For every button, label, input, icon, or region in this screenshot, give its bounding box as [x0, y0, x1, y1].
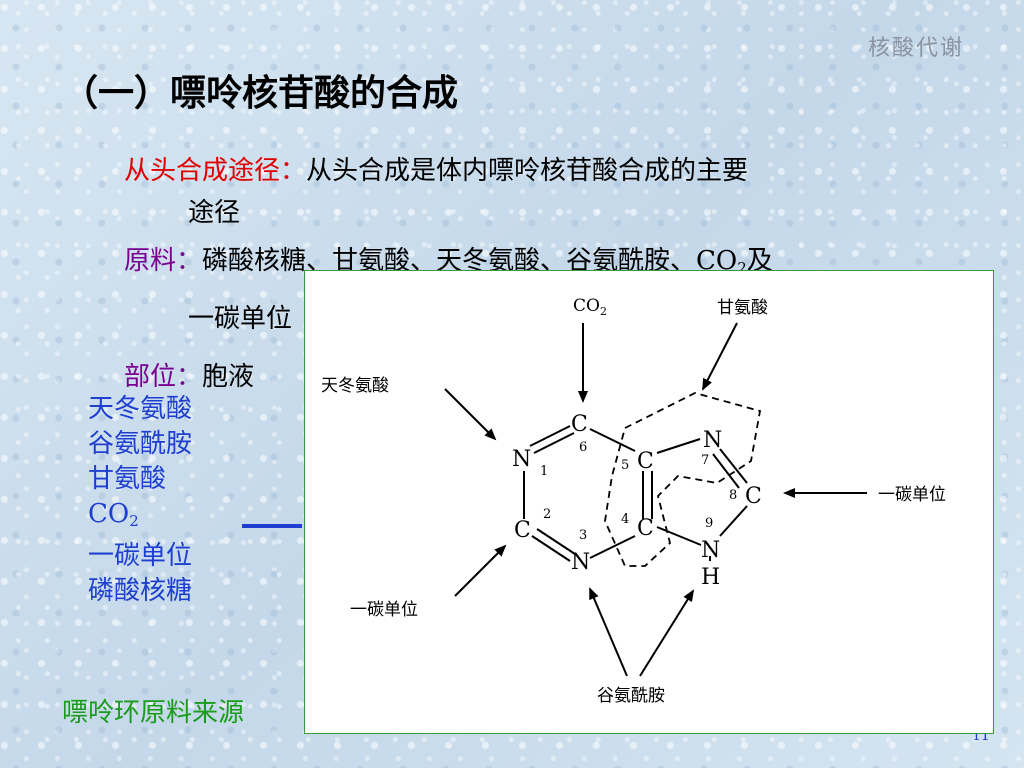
atom-n3: N — [571, 550, 590, 575]
source-one-carbon: 一碳单位 — [88, 541, 193, 571]
site-line: 部位：胞液 — [124, 356, 254, 393]
position-8: 8 — [729, 488, 737, 503]
source-co2-main: CO — [88, 499, 130, 529]
bond-n3-c2 — [531, 535, 571, 562]
site-text: 胞液 — [202, 362, 255, 392]
bond-c6-c5 — [589, 428, 636, 452]
glycine-dashed-outline — [604, 392, 762, 567]
arrow-one-carbon-left — [454, 544, 507, 597]
site-label: 部位： — [124, 362, 203, 392]
position-7: 7 — [701, 453, 709, 468]
atom-c8: C — [745, 484, 762, 509]
bond-c4-n3 — [589, 535, 636, 559]
arrow-glutamine-n9 — [639, 589, 695, 677]
source-list: 天冬氨酸 谷氨酰胺 甘氨酸 CO2 一碳单位 磷酸核糖 — [88, 392, 192, 609]
atom-c2: C — [514, 518, 531, 543]
position-1: 1 — [540, 464, 548, 479]
source-aspartate: 天冬氨酸 — [88, 394, 193, 424]
atom-c5: C — [637, 449, 654, 474]
footer-caption: 嘌呤环原料来源 — [62, 698, 245, 728]
label-co2: CO2 — [573, 296, 607, 318]
bond-c5-n7 — [656, 438, 701, 454]
arrow-glutamine-n3 — [589, 587, 628, 677]
materials-sub: 2 — [737, 259, 747, 277]
bond-n1-c6-double — [533, 432, 575, 454]
atom-h: H — [701, 565, 720, 590]
denovo-text-cont: 途径 — [188, 198, 241, 228]
denovo-line: 从头合成途径：从头合成是体内嘌呤核苷酸合成的主要 — [124, 150, 748, 187]
bond-c8-n9 — [719, 505, 748, 537]
bond-c4-n9 — [656, 526, 702, 546]
source-glycine: 甘氨酸 — [88, 464, 167, 494]
position-6: 6 — [579, 440, 587, 455]
source-co2: CO2 — [88, 497, 192, 539]
purine-diagram: N C N C C C N C N H 1 2 3 4 5 6 7 8 9 CO… — [304, 270, 994, 734]
atom-c4: C — [637, 516, 654, 541]
position-2: 2 — [543, 507, 551, 522]
position-9: 9 — [705, 516, 713, 531]
arrow-glycine — [702, 322, 738, 391]
source-arrows — [444, 322, 867, 677]
bond-n7-c8 — [719, 448, 748, 484]
atom-c6: C — [571, 412, 588, 437]
arrow-aspartate — [444, 388, 497, 441]
purine-diagram-svg: N C N C C C N C N H 1 2 3 4 5 6 7 8 9 CO… — [321, 296, 946, 706]
atom-n7: N — [703, 428, 722, 453]
bond-n7-c8-double — [712, 453, 740, 489]
label-aspartate: 天冬氨酸 — [321, 376, 389, 396]
ring-bonds — [523, 425, 748, 562]
connector-line — [242, 524, 302, 528]
atom-n1: N — [512, 447, 531, 472]
label-glycine: 甘氨酸 — [717, 298, 768, 318]
watermark: 核酸代谢 — [867, 36, 964, 61]
source-glutamine: 谷氨酰胺 — [88, 429, 193, 459]
label-co2-sub: 2 — [600, 305, 607, 318]
slide-title: （一）嘌呤核苷酸的合成 — [62, 72, 459, 114]
denovo-label: 从头合成途径： — [124, 156, 307, 186]
label-one-carbon-right: 一碳单位 — [878, 485, 946, 505]
label-glutamine: 谷氨酰胺 — [597, 686, 665, 706]
label-co2-main: CO — [573, 296, 600, 316]
bond-n3-c2-double — [536, 528, 576, 555]
position-3: 3 — [579, 528, 587, 543]
label-one-carbon-left: 一碳单位 — [350, 600, 418, 620]
bond-n1-c6 — [529, 425, 571, 447]
denovo-text: 从头合成是体内嘌呤核苷酸合成的主要 — [306, 156, 749, 186]
materials-label: 原料： — [124, 246, 203, 276]
position-5: 5 — [621, 458, 629, 473]
source-ribose-phosphate: 磷酸核糖 — [88, 576, 193, 606]
position-4: 4 — [621, 512, 629, 527]
atom-n9: N — [701, 538, 720, 563]
materials-text-cont: 一碳单位 — [188, 304, 293, 334]
source-co2-sub: 2 — [129, 512, 139, 530]
